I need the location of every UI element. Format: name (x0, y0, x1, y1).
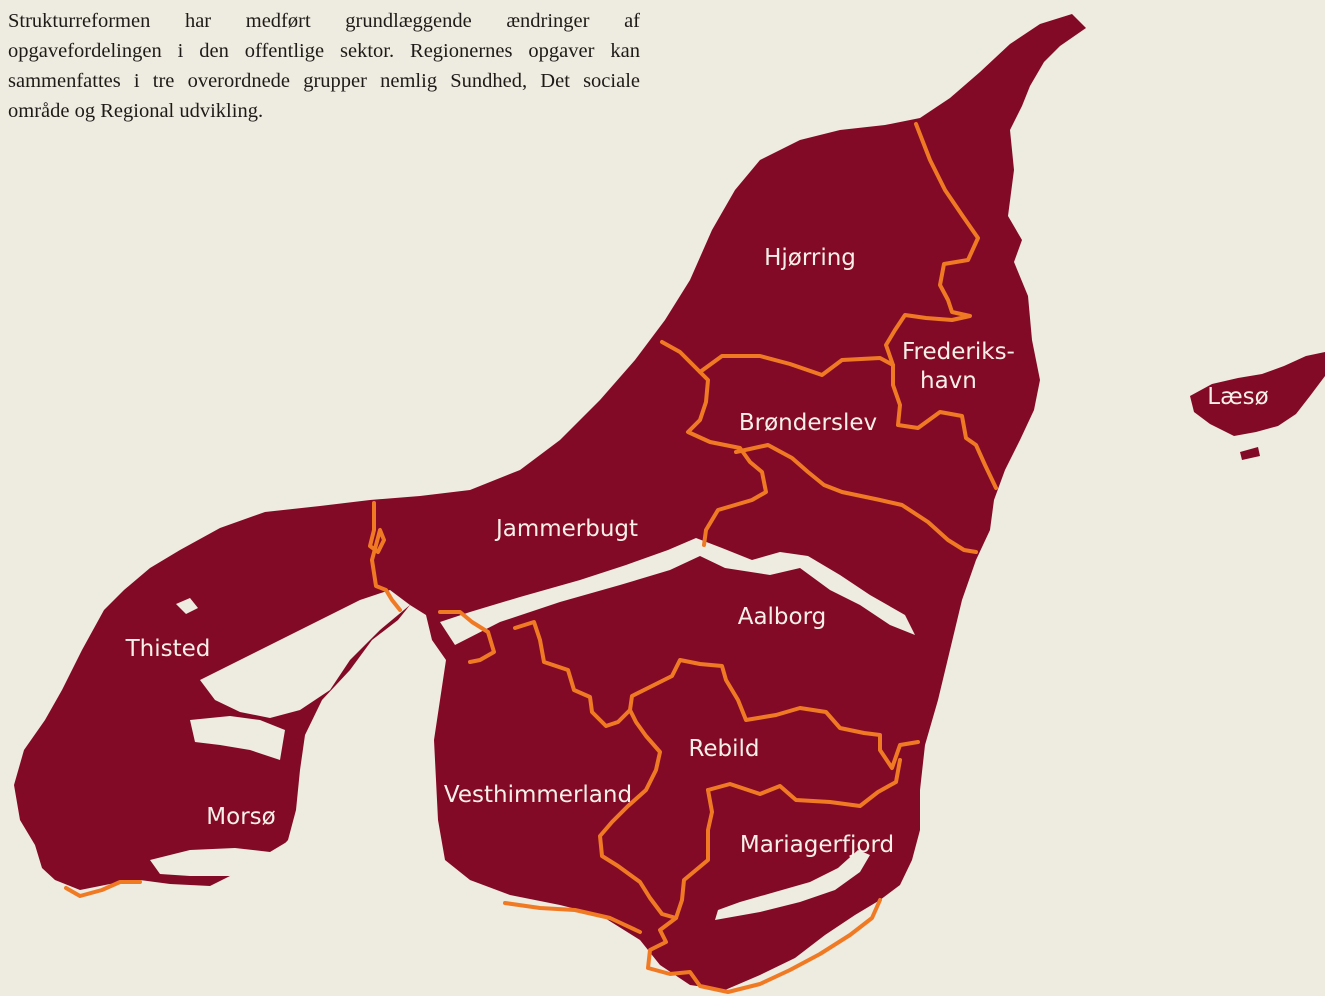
label-aalborg: Aalborg (738, 604, 827, 630)
label-frederikshavn-line2: havn (920, 368, 977, 394)
intro-paragraph: Strukturreformen har medført grundlæggen… (8, 10, 640, 122)
thisted-bay-water (176, 598, 198, 614)
mariager-fjord-water (715, 850, 870, 920)
border-vesthimmerland-aalborg (513, 620, 920, 770)
label-morso: Morsø (206, 804, 275, 830)
border-mariagerfjord-vesthimmerland-south (646, 898, 882, 994)
label-jammerbugt: Jammerbugt (494, 516, 638, 542)
label-hjorring: Hjørring (764, 245, 856, 271)
label-frederikshavn-line1: Frederiks- (902, 339, 1015, 365)
border-vesthimmerland-coast-north (438, 610, 496, 664)
label-mariagerfjord: Mariagerfjord (740, 832, 894, 858)
limfjord-west-water (200, 590, 410, 718)
label-thisted: Thisted (125, 636, 211, 662)
label-laeso: Læsø (1207, 384, 1268, 410)
laeso-island-shape (1190, 352, 1325, 436)
morso-south-water (150, 840, 300, 876)
laeso-islet (1240, 447, 1260, 460)
border-jammerbugt-thisted (368, 501, 402, 612)
border-morso-south-coast (64, 880, 142, 898)
mainland-shape (14, 14, 1086, 990)
border-bronderslev-aalborg (734, 443, 978, 554)
border-hjorring-bronderslev (660, 340, 895, 377)
label-vesthimmerland: Vesthimmerland (444, 782, 632, 808)
border-hjorring-frederikshavn (884, 122, 998, 490)
border-vesthimmerland-south-coast (503, 901, 642, 934)
label-rebild: Rebild (688, 736, 759, 762)
morso-north-water (190, 716, 285, 760)
border-rebild-mariagerfjord (706, 758, 902, 808)
border-bronderslev-jammerbugt (686, 370, 768, 547)
border-vesthimmerland-rebild (598, 708, 714, 920)
limfjord-water (440, 538, 915, 645)
label-bronderslev: Brønderslev (739, 410, 877, 436)
